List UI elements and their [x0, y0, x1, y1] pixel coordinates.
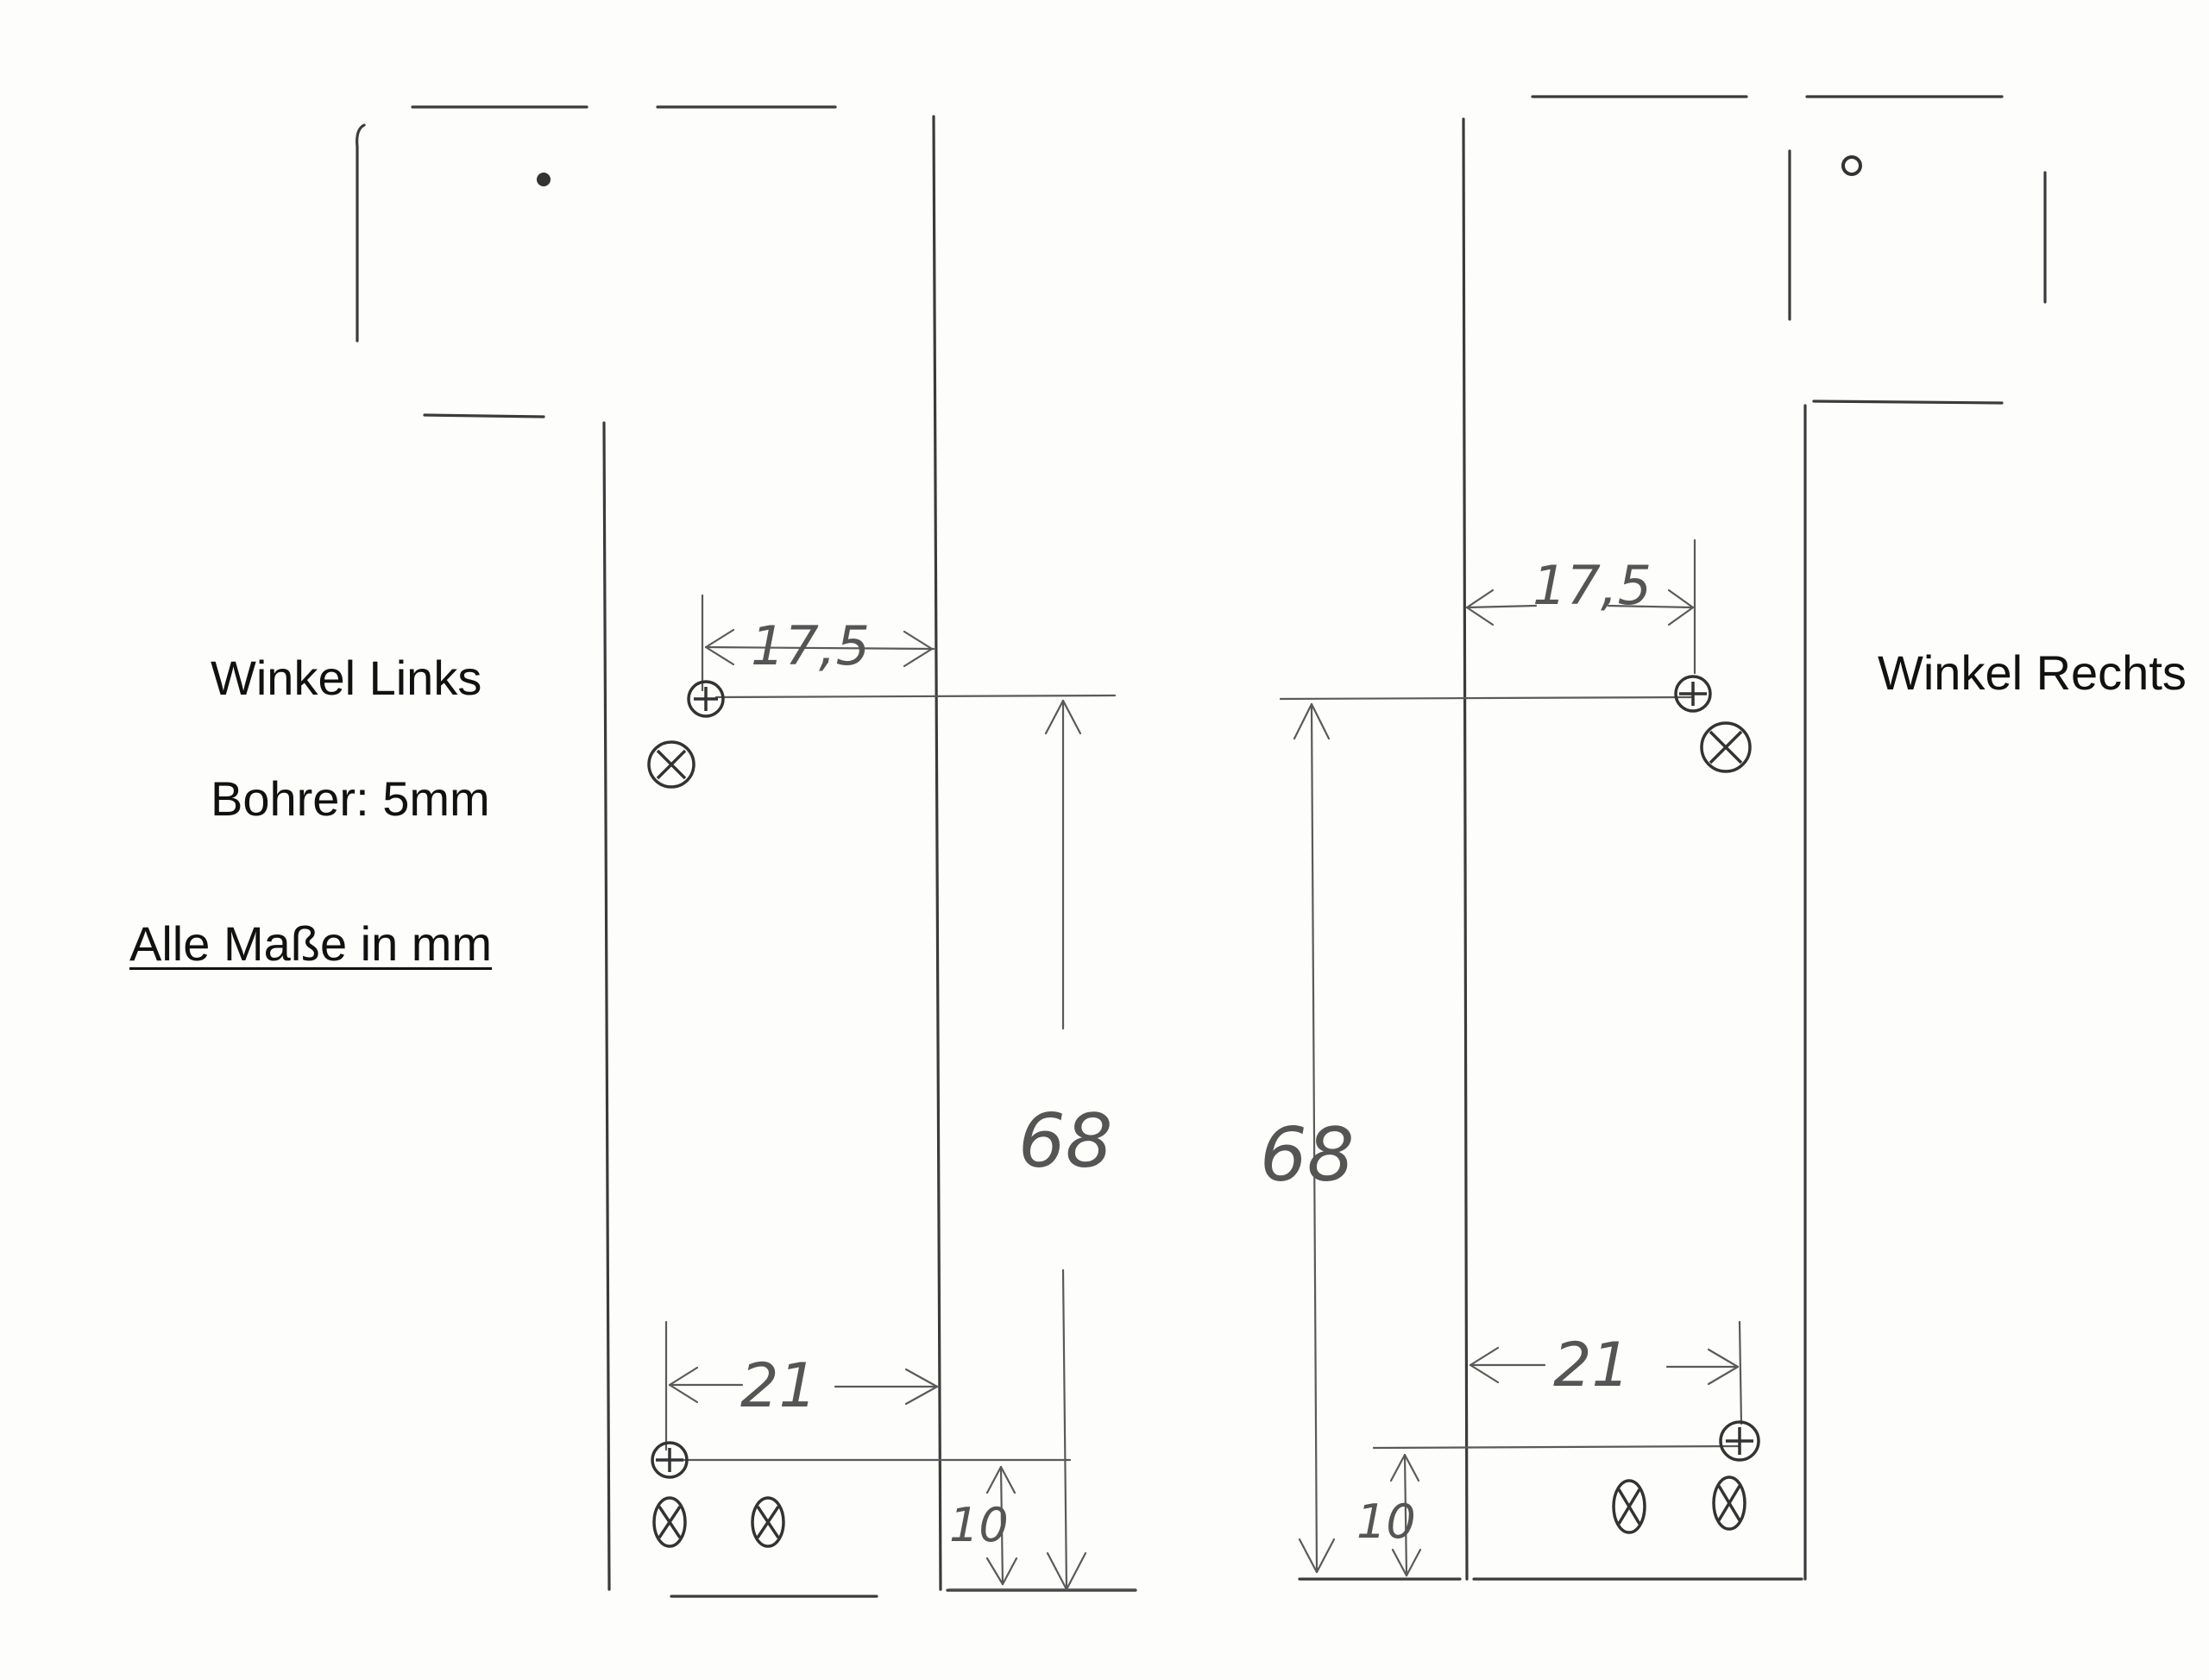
right-title: Winkel Rechts: [1878, 645, 2187, 700]
left-bottom-margin-label: 10: [949, 1498, 1009, 1552]
left-mount-hole: [537, 173, 551, 186]
left-dimension-lines: [663, 594, 1137, 1591]
units-note: Alle Maße in mm: [129, 916, 493, 971]
right-height-label: 68: [1260, 1112, 1354, 1199]
x-oval-icon: [1712, 1476, 1746, 1531]
x-oval-icon: [652, 1496, 687, 1548]
crosshair-circle-icon: [1674, 675, 1712, 713]
right-bottom-margin-label: 10: [1356, 1494, 1416, 1549]
x-oval-icon: [647, 740, 695, 789]
left-bottom-offset-label: 21: [740, 1350, 817, 1421]
right-bracket-outline: [1298, 95, 2047, 1581]
crosshair-circle-icon: [687, 680, 725, 718]
crosshair-circle-icon: [1719, 1420, 1760, 1462]
left-height-label: 68: [1018, 1098, 1112, 1185]
x-oval-icon: [1700, 721, 1752, 773]
drill-size-note: Bohrer: 5mm: [211, 771, 490, 826]
right-bottom-offset-label: 21: [1553, 1330, 1630, 1400]
left-top-offset-label: 17,5: [751, 614, 870, 677]
crosshair-circle-icon: [651, 1441, 689, 1479]
right-top-offset-label: 17,5: [1532, 554, 1652, 617]
right-mount-hole: [1841, 155, 1862, 176]
left-bracket-outline: [356, 105, 1137, 1598]
x-oval-icon: [751, 1496, 785, 1548]
right-dimension-lines: [1279, 538, 1743, 1577]
x-oval-icon: [1612, 1479, 1646, 1534]
left-title: Winkel Links: [211, 651, 482, 705]
